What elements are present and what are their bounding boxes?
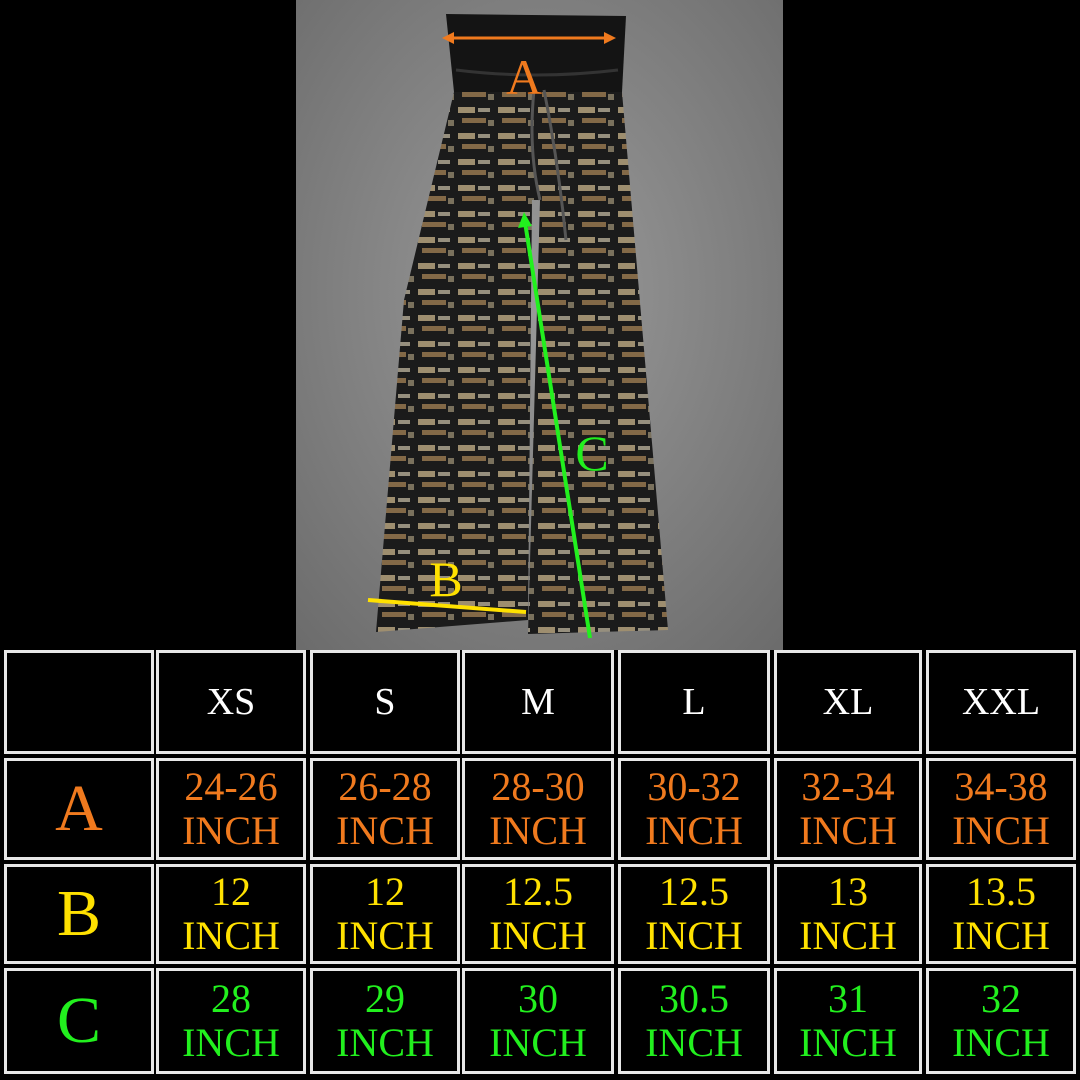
pants-body	[376, 92, 668, 634]
measurement-unit: INCH	[952, 913, 1050, 958]
size-header-cell: S	[310, 650, 460, 754]
measurement-value: 26-28	[338, 764, 432, 809]
measurement-value: 29	[365, 976, 405, 1021]
row-label-cell: A	[4, 758, 154, 860]
row-label-cell: C	[4, 968, 154, 1074]
measurement-value: 32	[981, 976, 1021, 1021]
row-label-cell: B	[4, 864, 154, 964]
measurement-value: 12	[211, 869, 251, 914]
measurement-unit: INCH	[952, 808, 1050, 853]
measurement-unit: INCH	[645, 808, 743, 853]
measurement-value: 34-38	[954, 764, 1048, 809]
measurement-unit: INCH	[182, 808, 280, 853]
size-header-cell: XL	[774, 650, 922, 754]
size-header-label: L	[682, 681, 706, 723]
row-label: C	[56, 984, 102, 1057]
measurement-value: 12.5	[503, 869, 573, 914]
size-header-label: S	[374, 681, 396, 723]
size-header-cell: L	[618, 650, 770, 754]
measure-b-line	[367, 598, 527, 614]
header-corner-cell	[4, 650, 154, 754]
measurement-value: 24-26	[184, 764, 278, 809]
measurement-unit: INCH	[952, 1020, 1050, 1065]
size-header-label: XXL	[961, 681, 1041, 723]
measurement-value: 30	[518, 976, 558, 1021]
row-label: B	[56, 877, 102, 950]
measurement-value: 28	[211, 976, 251, 1021]
measure-a-label: A	[506, 49, 542, 105]
measurement-unit: INCH	[799, 1020, 897, 1065]
measurement-unit: INCH	[182, 913, 280, 958]
measurement-unit: INCH	[489, 1020, 587, 1065]
measurement-value: 13.5	[966, 869, 1036, 914]
measurement-unit: INCH	[489, 913, 587, 958]
measurement-unit: INCH	[799, 808, 897, 853]
measurement-unit: INCH	[645, 1020, 743, 1065]
measurement-value: 30.5	[659, 976, 729, 1021]
measurement-unit: INCH	[645, 913, 743, 958]
measurement-unit: INCH	[336, 808, 434, 853]
size-header-label: XS	[206, 681, 256, 723]
measure-c-label: C	[575, 425, 608, 481]
measurement-value: 12	[365, 869, 405, 914]
product-photo: A B C	[296, 0, 783, 650]
measure-c-line	[523, 221, 592, 639]
size-header-label: M	[521, 681, 555, 723]
measurement-value: 30-32	[647, 764, 741, 809]
measurement-value: 13	[828, 869, 868, 914]
size-header-cell: M	[462, 650, 614, 754]
row-label: A	[55, 772, 103, 845]
measurement-value: 32-34	[801, 764, 895, 809]
size-header-label: XL	[822, 681, 874, 723]
pants-illustration: A B C	[296, 0, 783, 650]
measurement-unit: INCH	[336, 913, 434, 958]
size-header-cell: XXL	[926, 650, 1076, 754]
size-header-cell: XS	[156, 650, 306, 754]
measurement-value: 12.5	[659, 869, 729, 914]
measure-b-label: B	[429, 551, 462, 607]
measurement-value: 28-30	[491, 764, 585, 809]
measurement-unit: INCH	[182, 1020, 280, 1065]
measurement-unit: INCH	[489, 808, 587, 853]
measurement-value: 31	[828, 976, 868, 1021]
measurement-unit: INCH	[336, 1020, 434, 1065]
measurement-unit: INCH	[799, 913, 897, 958]
